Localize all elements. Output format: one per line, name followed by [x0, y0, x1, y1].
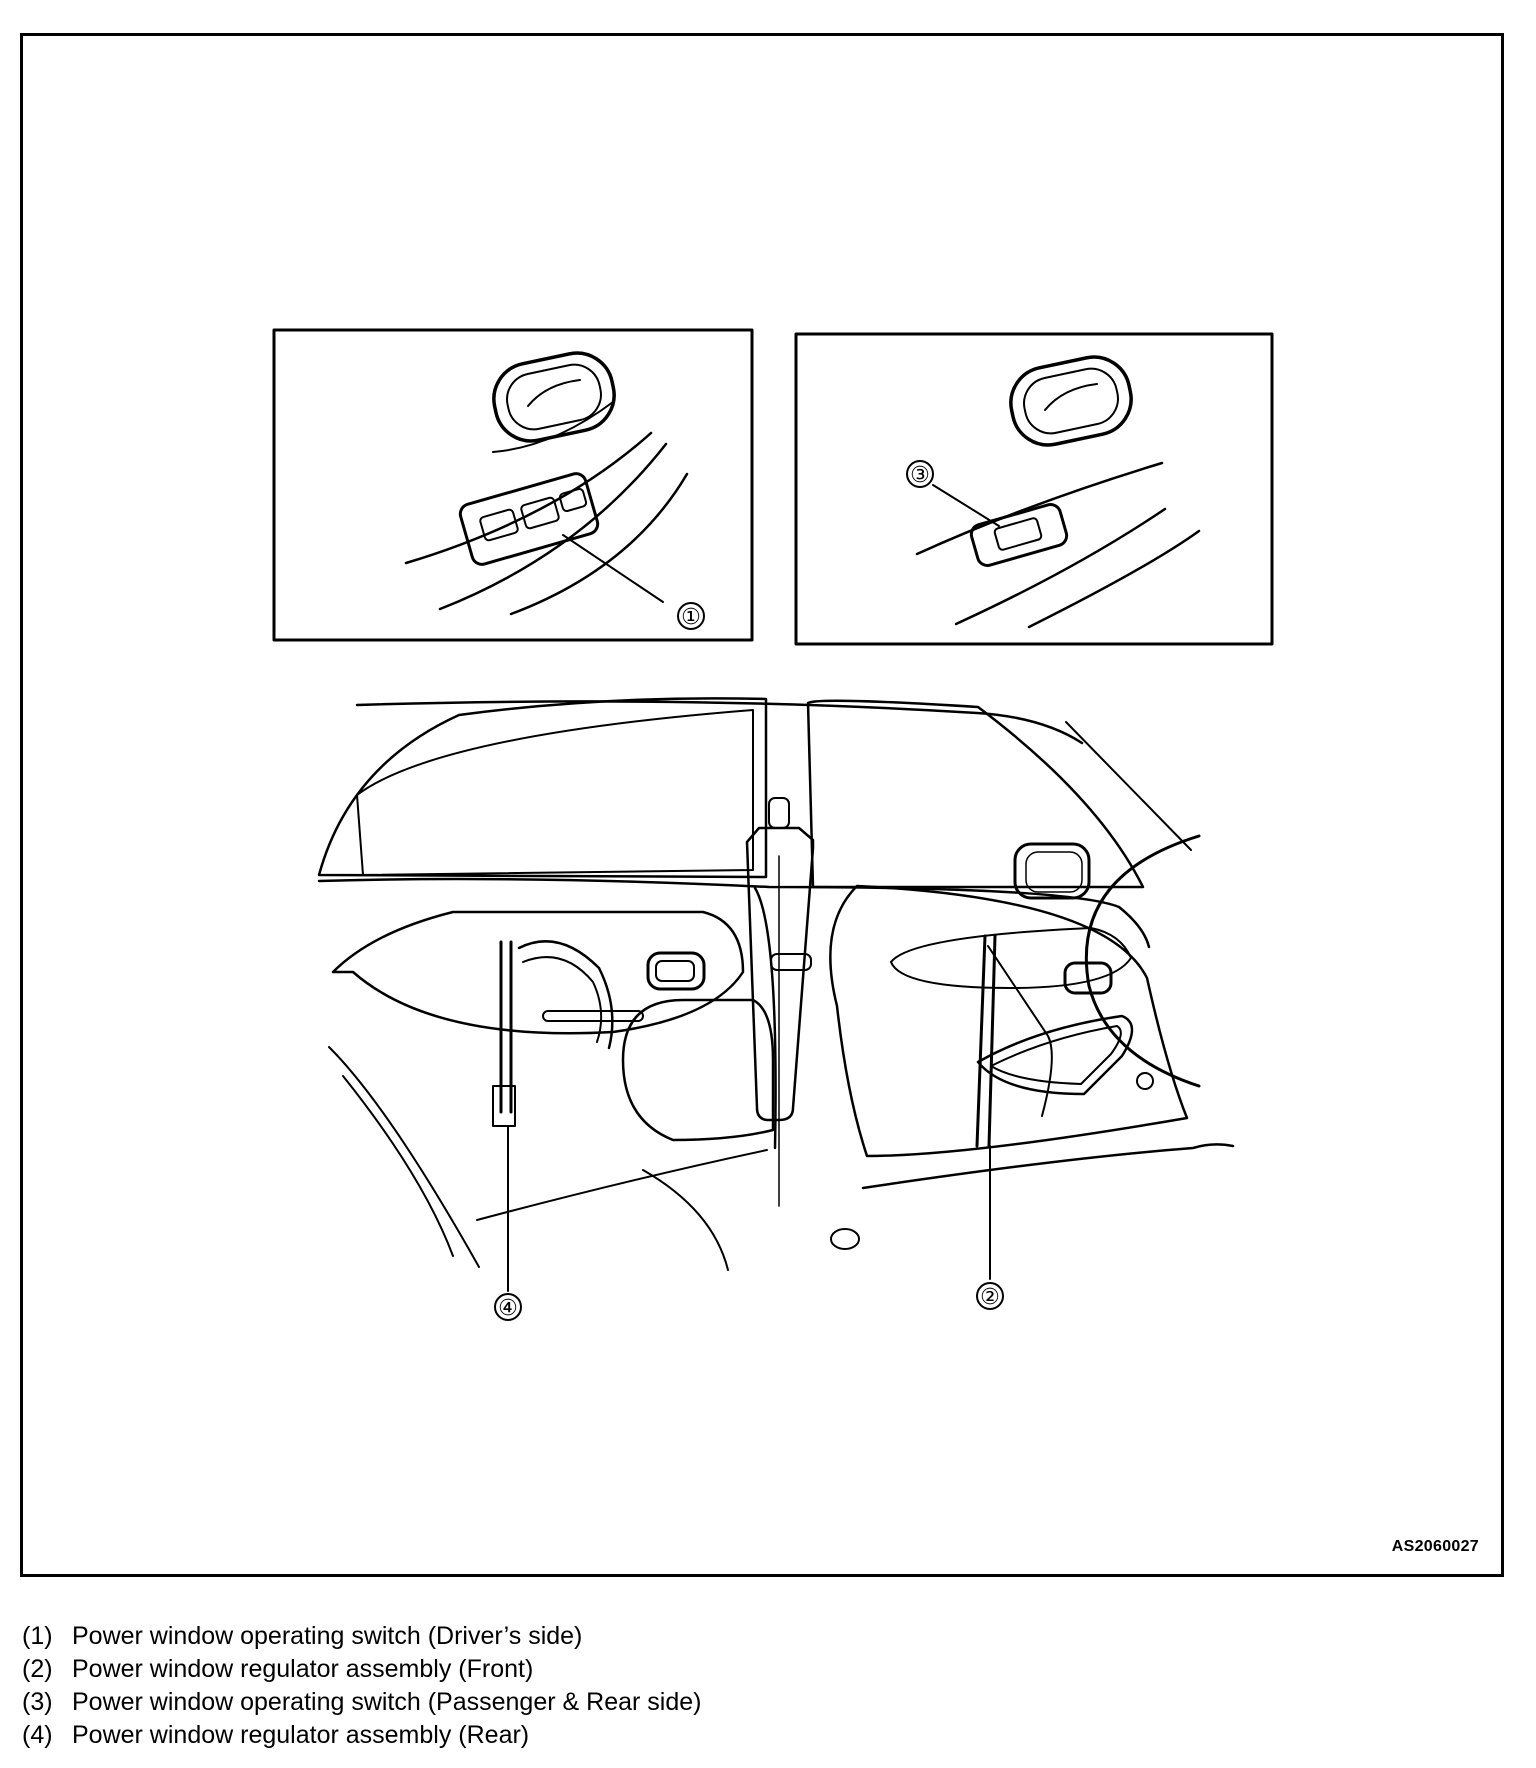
b-pillar-seatbelt — [745, 797, 860, 1250]
door-handle-passenger — [1009, 355, 1133, 447]
legend-item-number: (1) — [22, 1622, 53, 1650]
legend-item-number: (4) — [22, 1721, 53, 1749]
callout-leader-3 — [932, 484, 1000, 527]
legend-item-text: Power window regulator assembly (Rear) — [72, 1721, 530, 1749]
diagram-drawing: ① ③ — [272, 328, 1274, 1321]
figure-frame: ① ③ — [20, 33, 1504, 1577]
callout-1-label: ① — [681, 605, 701, 630]
callout-4-label: ④ — [498, 1296, 518, 1321]
callout-2-label: ② — [980, 1285, 1000, 1310]
door-handle-driver — [492, 351, 616, 443]
callout-leader-1 — [562, 534, 664, 603]
callout-1-circle — [677, 602, 705, 630]
callout-3-circle — [906, 460, 934, 488]
inset-driver-switch: ① — [272, 328, 754, 642]
callout-2-circle — [976, 1282, 1004, 1310]
legend-item: (2) Power window regulator assembly (Fron… — [22, 1653, 701, 1686]
driver-switch-panel — [458, 472, 600, 566]
callout-3-label: ③ — [910, 463, 930, 488]
passenger-switch-panel — [969, 503, 1069, 567]
legend-item-text: Power window operating switch (Passenger… — [72, 1688, 702, 1716]
legend-item: (1) Power window operating switch (Driver… — [22, 1620, 701, 1653]
inset-passenger-switch: ③ — [794, 332, 1274, 646]
legend-item: (4) Power window regulator assembly (Rear… — [22, 1719, 701, 1752]
front-regulator-assembly — [975, 934, 1154, 1148]
legend-list: (1) Power window operating switch (Driver… — [22, 1620, 701, 1752]
callout-4-circle — [494, 1293, 522, 1321]
rear-regulator-assembly — [492, 940, 644, 1127]
legend-item-text: Power window regulator assembly (Front) — [72, 1655, 534, 1683]
legend-item-number: (2) — [22, 1655, 53, 1683]
legend-item-number: (3) — [22, 1688, 53, 1716]
figure-code: AS2060027 — [1391, 1538, 1479, 1555]
legend-item: (3) Power window operating switch (Passen… — [22, 1686, 701, 1719]
car-interior: ④ ② — [317, 697, 1235, 1321]
legend-item-text: Power window operating switch (Driver’s … — [72, 1622, 583, 1650]
